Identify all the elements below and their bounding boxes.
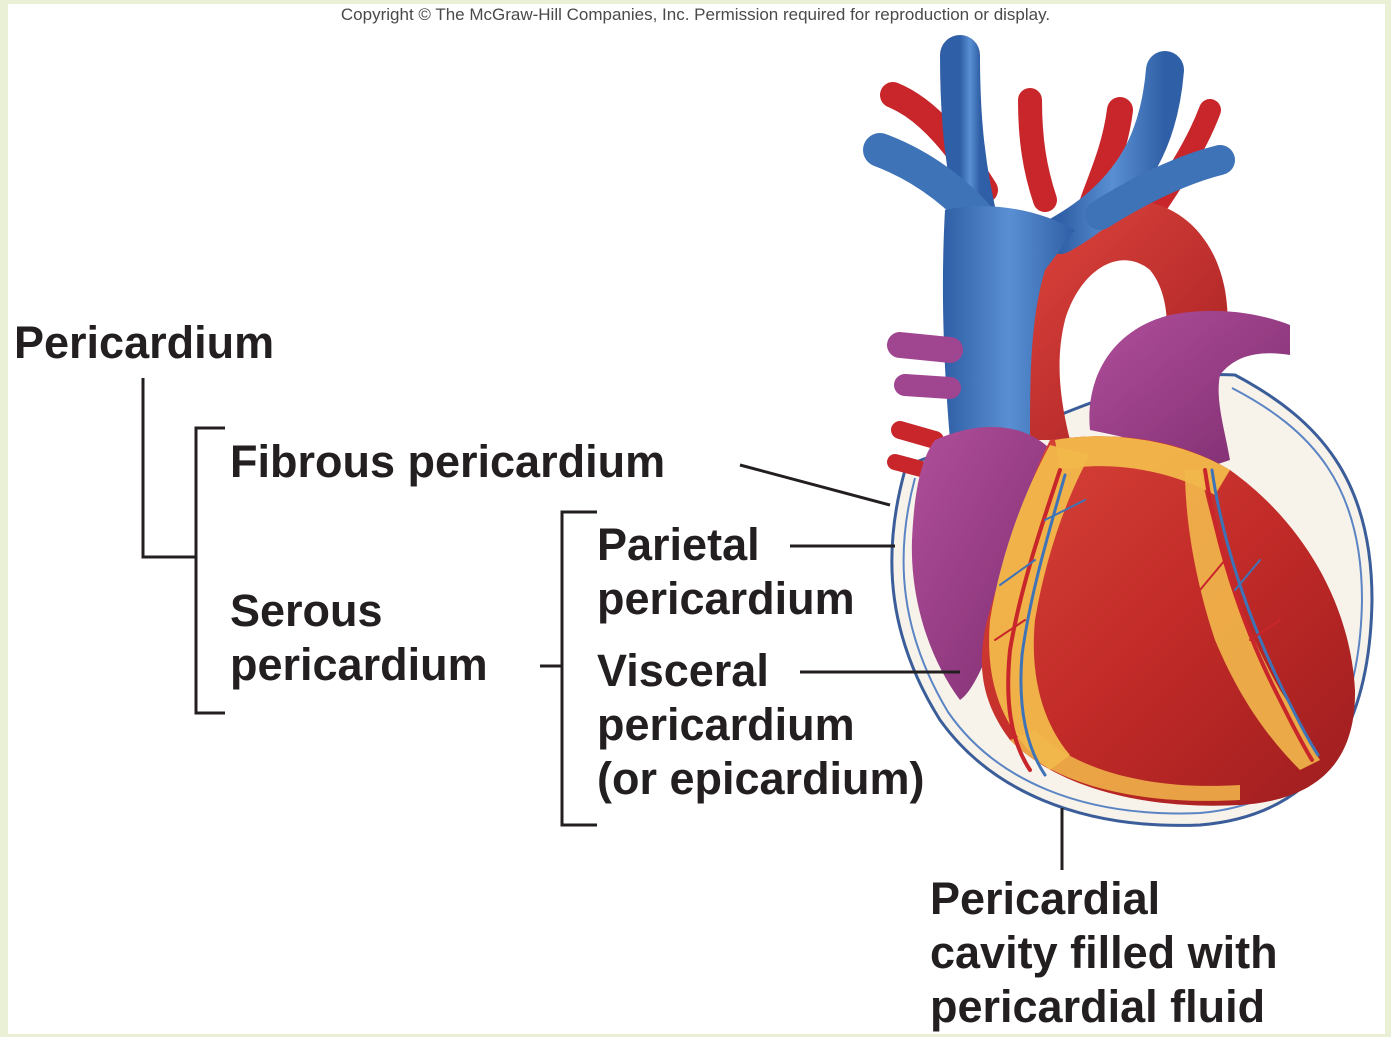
label-fibrous-pericardium: Fibrous pericardium bbox=[230, 435, 665, 489]
pulmonary-vein-left-2 bbox=[905, 385, 950, 388]
label-cavity-line1: Pericardial bbox=[930, 872, 1160, 926]
pulmonary-artery-left-small-2 bbox=[895, 462, 925, 470]
pulmonary-artery-left-small bbox=[900, 430, 935, 440]
label-cavity-line2: cavity filled with bbox=[930, 926, 1278, 980]
label-visceral-line1: Visceral bbox=[597, 644, 769, 698]
label-visceral-line3: (or epicardium) bbox=[597, 752, 925, 806]
label-pericardium: Pericardium bbox=[14, 316, 274, 370]
label-parietal-line2: pericardium bbox=[597, 572, 855, 626]
artery-center-upper bbox=[1030, 100, 1045, 200]
label-visceral-line2: pericardium bbox=[597, 698, 855, 752]
label-serous-line1: Serous bbox=[230, 584, 383, 638]
serous-subbracket bbox=[562, 512, 597, 825]
serous-fibrous-bracket bbox=[196, 428, 225, 713]
fibrous-leader bbox=[740, 465, 890, 505]
pericardium-bracket bbox=[143, 378, 196, 557]
label-cavity-line3: pericardial fluid bbox=[930, 980, 1265, 1034]
label-parietal-line1: Parietal bbox=[597, 518, 760, 572]
pulmonary-vein-left bbox=[900, 345, 950, 350]
label-serous-line2: pericardium bbox=[230, 638, 488, 692]
